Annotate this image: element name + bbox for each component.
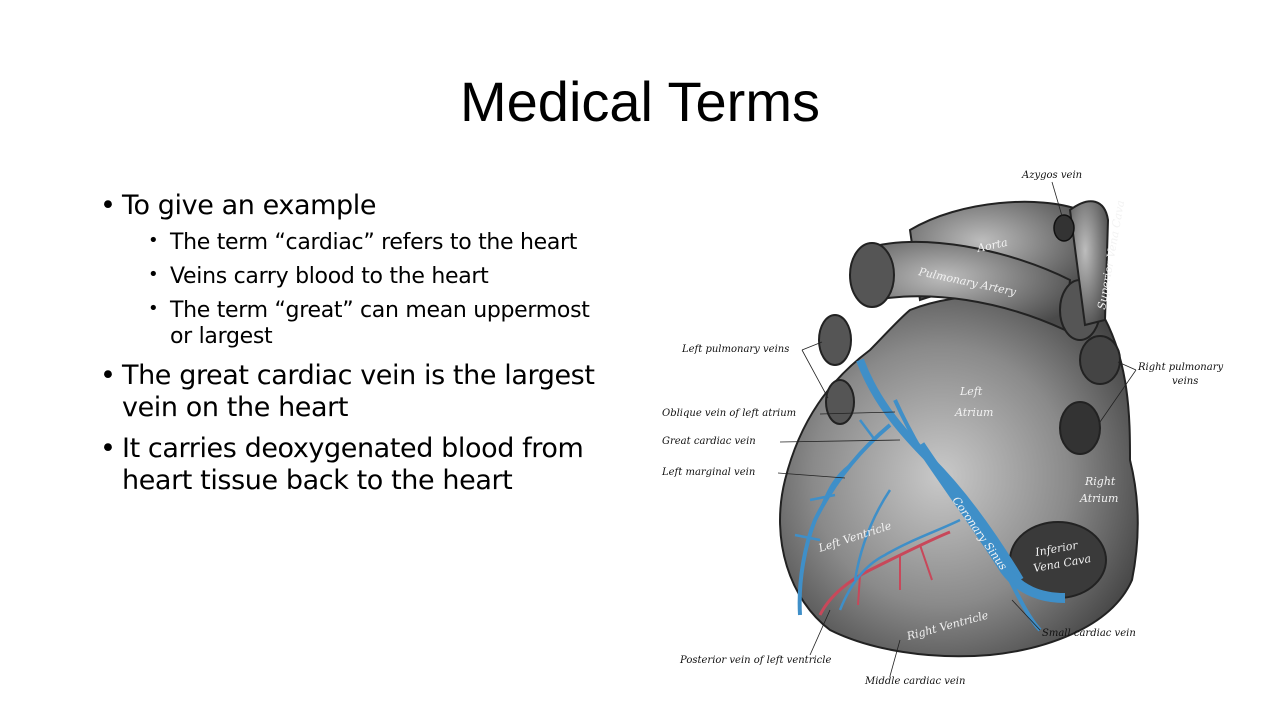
label-azygos-vein: Azygos vein <box>1021 170 1082 181</box>
sub-bullet-list: The term “cardiac” refers to the heart V… <box>122 230 600 350</box>
label-great-cardiac-vein: Great cardiac vein <box>662 436 756 447</box>
leader-line <box>819 411 896 415</box>
bullet-text: To give an example <box>122 190 377 221</box>
label-aorta: Aorta <box>975 236 1009 255</box>
leader-line <box>889 639 901 677</box>
leader-line <box>801 341 829 399</box>
leader-line <box>777 472 846 479</box>
slide-body: To give an example The term “cardiac” re… <box>100 190 600 497</box>
oblique-vein <box>893 399 924 454</box>
azygos-opening <box>1053 214 1075 242</box>
label-right-pulmonary: Right pulmonary <box>1137 362 1223 373</box>
right-pulmonary-vein-opening <box>1079 335 1121 385</box>
artery-branch <box>857 544 933 606</box>
label-small-cardiac-vein: Small cardiac vein <box>1042 628 1136 639</box>
coronary-sinus <box>915 442 1066 603</box>
vein-tributaries <box>794 419 961 611</box>
label-atrium: Atrium <box>954 406 993 419</box>
label-left-marginal-vein: Left marginal vein <box>661 467 755 478</box>
label-right-atrium: Atrium <box>1079 492 1118 505</box>
left-pulmonary-vein-opening <box>825 379 855 425</box>
bullet-list: To give an example The term “cardiac” re… <box>100 190 600 497</box>
sub-bullet-item: The term “cardiac” refers to the heart <box>122 230 600 256</box>
right-pulmonary-vein-opening <box>1059 401 1101 455</box>
bullet-item: To give an example The term “cardiac” re… <box>100 190 600 350</box>
label-left-pulmonary-veins: Left pulmonary veins <box>681 344 789 355</box>
pulmonary-artery-opening <box>849 242 895 308</box>
label-oblique-vein: Oblique vein of left atrium <box>662 408 796 419</box>
label-left: Left <box>959 385 983 398</box>
leader-line <box>1011 599 1041 631</box>
bullet-item: The great cardiac vein is the largest ve… <box>100 360 600 424</box>
left-pulmonary-vein-opening <box>818 314 852 366</box>
sub-bullet-item: The term “great” can mean uppermost or l… <box>122 298 600 350</box>
heart-illustration: Aorta Pulmonary Artery Superior Vena Cav… <box>661 170 1223 687</box>
leader-line <box>779 439 901 443</box>
leader-line <box>1099 361 1137 423</box>
slide-title: Medical Terms <box>460 70 820 133</box>
bullet-item: It carries deoxygenated blood from heart… <box>100 433 600 497</box>
label-posterior-vein: Posterior vein of left ventricle <box>679 655 831 666</box>
superior-vena-cava-vessel <box>1068 200 1110 327</box>
left-marginal-vein-branch <box>797 423 892 616</box>
leader-line <box>809 609 831 656</box>
label-right-pulmonary-veins: veins <box>1172 376 1198 387</box>
artery-branch <box>818 530 951 616</box>
sub-bullet-item: Veins carry blood to the heart <box>122 264 600 290</box>
label-right: Right <box>1084 475 1116 488</box>
leader-line <box>1051 181 1063 217</box>
label-middle-cardiac-vein: Middle cardiac vein <box>864 676 965 687</box>
